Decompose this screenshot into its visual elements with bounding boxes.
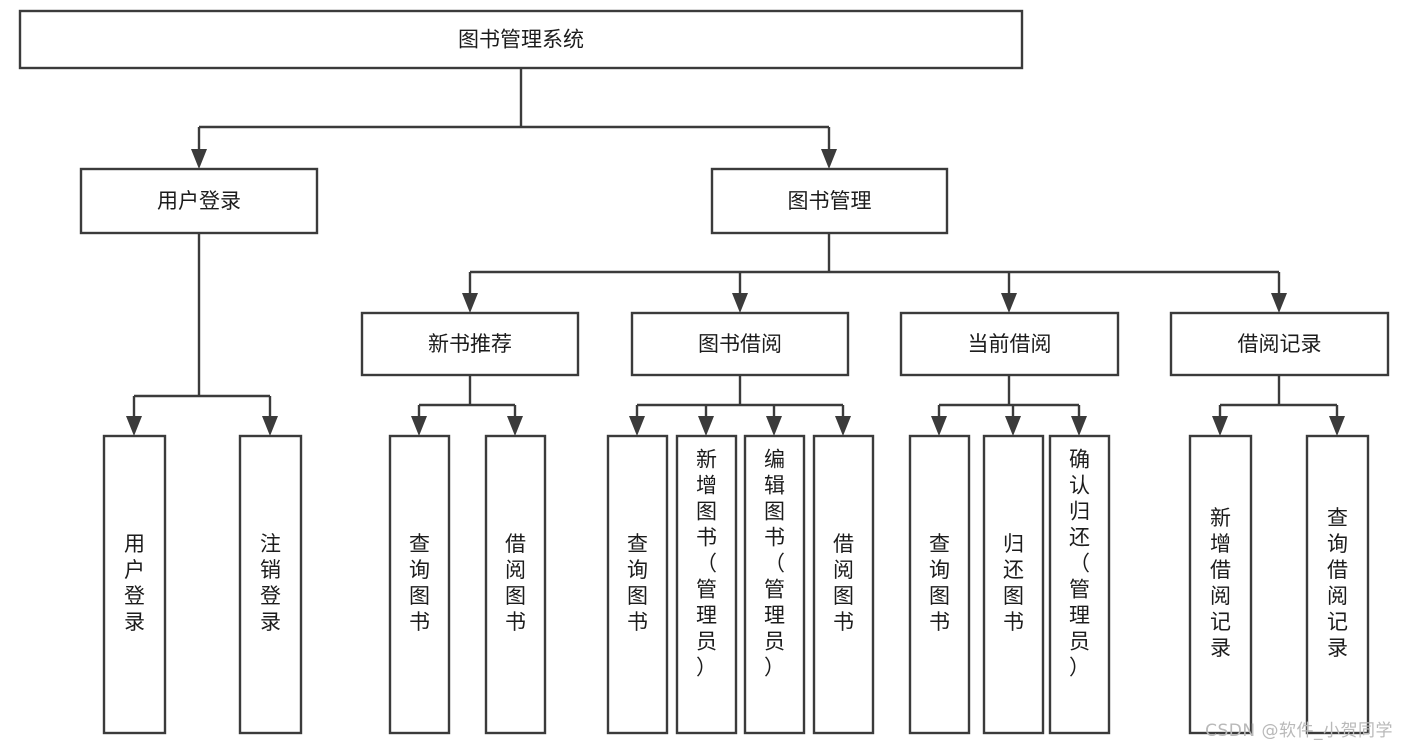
- arrow-head-icon: [766, 416, 782, 436]
- node-borrow-record[interactable]: 借阅记录: [1169, 311, 1390, 377]
- node-rect[interactable]: [1048, 434, 1111, 735]
- arrow-head-icon: [126, 416, 142, 436]
- node-label: 编辑图书（管理员）: [764, 448, 785, 680]
- arrow-head-icon: [931, 416, 947, 436]
- node-leaf-query-book-borrow[interactable]: 查询图书: [606, 434, 669, 735]
- node-leaf-query-book-current[interactable]: 查询图书: [908, 434, 971, 735]
- node-label: 新增借阅记录: [1210, 506, 1231, 660]
- node-leaf-add-borrow-record[interactable]: 新增借阅记录: [1188, 434, 1253, 735]
- node-book-manage[interactable]: 图书管理: [710, 167, 949, 235]
- arrow-head-icon: [462, 293, 478, 313]
- arrow-head-icon: [821, 149, 837, 169]
- node-rect[interactable]: [812, 434, 875, 735]
- arrow-head-icon: [1001, 293, 1017, 313]
- connectors-layer: [126, 68, 1345, 436]
- node-rect[interactable]: [79, 167, 319, 235]
- arrow-head-icon: [629, 416, 645, 436]
- node-label: 注销登录: [260, 532, 281, 634]
- arrow-head-icon: [1271, 293, 1287, 313]
- arrow-head-icon: [262, 416, 278, 436]
- node-label: 查询图书: [929, 532, 950, 634]
- node-rect[interactable]: [102, 434, 167, 735]
- node-rect[interactable]: [18, 9, 1024, 70]
- node-label: 新增图书（管理员）: [696, 448, 717, 680]
- node-rect[interactable]: [908, 434, 971, 735]
- node-rect[interactable]: [899, 311, 1120, 377]
- connector-group: [462, 233, 1287, 313]
- node-label: 查询借阅记录: [1327, 506, 1348, 660]
- node-rect[interactable]: [982, 434, 1045, 735]
- node-leaf-confirm-return-admin[interactable]: 确认归还（管理员）: [1048, 434, 1111, 735]
- node-leaf-query-book-new[interactable]: 查询图书: [388, 434, 451, 735]
- node-label: 用户登录: [157, 189, 241, 213]
- connector-group: [1212, 375, 1345, 436]
- arrow-head-icon: [1005, 416, 1021, 436]
- node-rect[interactable]: [630, 311, 850, 377]
- node-new-book-recommend[interactable]: 新书推荐: [360, 311, 580, 377]
- node-label: 当前借阅: [968, 332, 1052, 356]
- node-current-borrow[interactable]: 当前借阅: [899, 311, 1120, 377]
- node-leaf-add-book-admin[interactable]: 新增图书（管理员）: [675, 434, 738, 735]
- node-root[interactable]: 图书管理系统: [18, 9, 1024, 70]
- arrow-head-icon: [1071, 416, 1087, 436]
- connector-group: [931, 375, 1087, 436]
- node-rect[interactable]: [238, 434, 303, 735]
- node-leaf-edit-book-admin[interactable]: 编辑图书（管理员）: [743, 434, 806, 735]
- node-rect[interactable]: [484, 434, 547, 735]
- node-user-login[interactable]: 用户登录: [79, 167, 319, 235]
- connector-group: [411, 375, 523, 436]
- node-leaf-user-logout[interactable]: 注销登录: [238, 434, 303, 735]
- node-label: 图书管理系统: [458, 28, 584, 52]
- node-rect[interactable]: [1305, 434, 1370, 735]
- connector-group: [629, 375, 851, 436]
- node-rect[interactable]: [388, 434, 451, 735]
- connector-group: [191, 68, 837, 169]
- node-label: 图书借阅: [698, 332, 782, 356]
- node-leaf-borrow-book-borrow[interactable]: 借阅图书: [812, 434, 875, 735]
- node-rect[interactable]: [1169, 311, 1390, 377]
- node-label: 归还图书: [1003, 532, 1024, 634]
- node-leaf-user-login[interactable]: 用户登录: [102, 434, 167, 735]
- node-label: 借阅记录: [1238, 332, 1322, 356]
- arrow-head-icon: [507, 416, 523, 436]
- node-label: 图书管理: [788, 189, 872, 213]
- node-leaf-query-borrow-record[interactable]: 查询借阅记录: [1305, 434, 1370, 735]
- arrow-head-icon: [732, 293, 748, 313]
- arrow-head-icon: [698, 416, 714, 436]
- arrow-head-icon: [191, 149, 207, 169]
- node-label: 查询图书: [627, 532, 648, 634]
- node-book-borrow[interactable]: 图书借阅: [630, 311, 850, 377]
- nodes-layer: 图书管理系统用户登录图书管理新书推荐图书借阅当前借阅借阅记录用户登录注销登录查询…: [18, 9, 1390, 735]
- arrow-head-icon: [835, 416, 851, 436]
- arrow-head-icon: [1212, 416, 1228, 436]
- node-label: 借阅图书: [505, 532, 526, 634]
- node-rect[interactable]: [675, 434, 738, 735]
- node-label: 新书推荐: [428, 332, 512, 356]
- node-label: 查询图书: [409, 532, 430, 634]
- arrow-head-icon: [1329, 416, 1345, 436]
- arrow-head-icon: [411, 416, 427, 436]
- node-rect[interactable]: [743, 434, 806, 735]
- node-label: 借阅图书: [833, 532, 854, 634]
- node-label: 确认归还（管理员）: [1069, 448, 1090, 680]
- node-leaf-return-book[interactable]: 归还图书: [982, 434, 1045, 735]
- node-rect[interactable]: [360, 311, 580, 377]
- node-rect[interactable]: [1188, 434, 1253, 735]
- node-rect[interactable]: [606, 434, 669, 735]
- node-leaf-borrow-book-new[interactable]: 借阅图书: [484, 434, 547, 735]
- connector-group: [126, 233, 278, 436]
- node-label: 用户登录: [124, 532, 145, 634]
- node-rect[interactable]: [710, 167, 949, 235]
